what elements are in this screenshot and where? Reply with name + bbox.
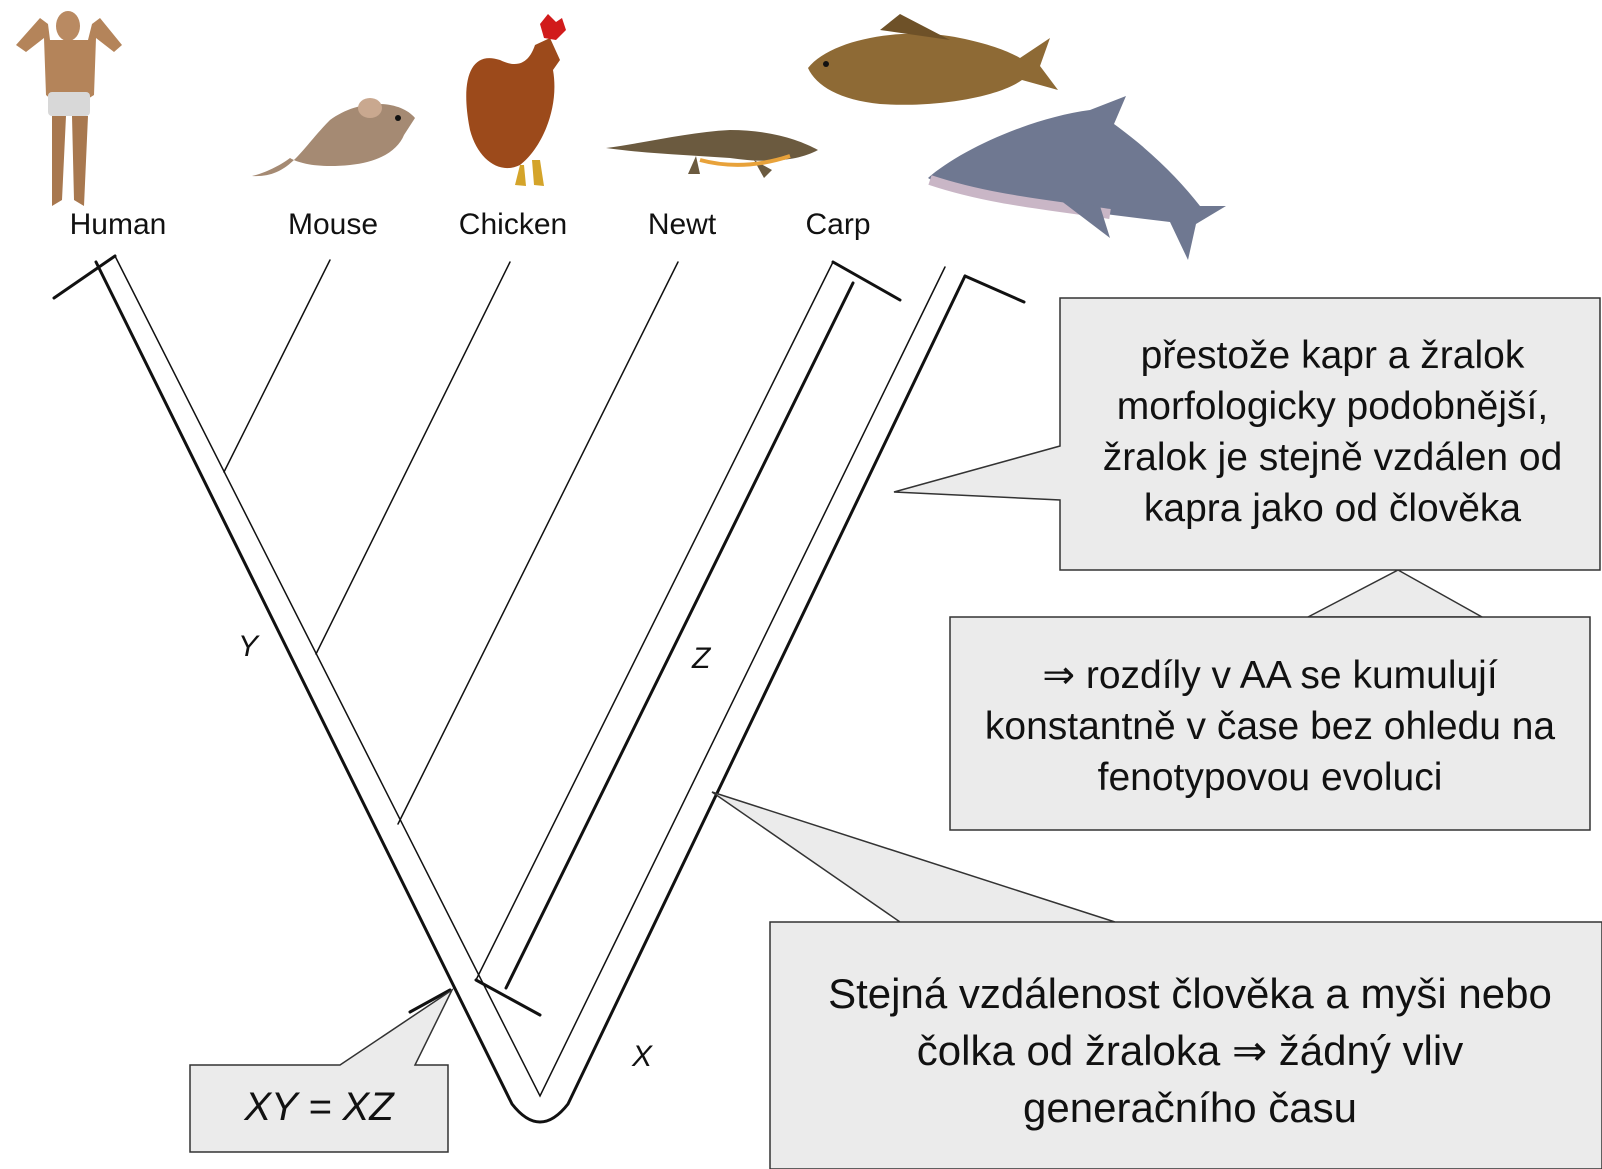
carp-icon [808, 14, 1058, 105]
human-cap [52, 254, 117, 300]
mouse-branch [223, 259, 331, 473]
callout-middle-right-box [949, 616, 1591, 831]
carp-branch-outer [475, 261, 834, 981]
taxon-label-chicken: Chicken [458, 208, 568, 241]
human-figure-icon [16, 11, 122, 206]
newt-branch [397, 261, 679, 825]
taxon-label-human: Human [69, 208, 167, 241]
newt-icon [606, 130, 818, 178]
callout-top-right-text: přestože kapr a žralok morfologicky podo… [1102, 334, 1563, 530]
callout-bottom-right-text: Stejná vzdálenost člověka a myši nebo čo… [828, 970, 1552, 1131]
shark-cap [963, 274, 1026, 304]
callout-middle-right-text: ⇒ rozdíly v AA se kumulují konstantně v … [984, 654, 1556, 799]
branch-label-y: Y [238, 630, 259, 663]
xy-bottom-cap [408, 988, 452, 1014]
carp-cap [831, 260, 902, 302]
tree-lines [52, 254, 1026, 1124]
taxon-label-mouse: Mouse [287, 208, 379, 241]
taxon-label-newt: Newt [647, 208, 717, 241]
shark-icon [928, 96, 1226, 260]
callout-equation-box [189, 987, 454, 1153]
callout-top-right-box [893, 297, 1601, 618]
chicken-icon [466, 14, 566, 186]
callout-shapes [189, 297, 1602, 1169]
mouse-icon [252, 98, 415, 177]
taxon-label-carp: Carp [805, 208, 871, 241]
carp-branch-inner [504, 281, 855, 990]
callout-bottom-right-box [711, 791, 1602, 1169]
branch-label-x: X [632, 1040, 653, 1073]
branch-label-z: Z [692, 642, 711, 675]
chicken-branch [315, 261, 511, 655]
xz-bottom-cap [474, 978, 542, 1017]
outer-v-branch [94, 260, 967, 1124]
inner-v-branch [114, 255, 946, 1098]
equation-text: XY = XZ [244, 1085, 394, 1129]
